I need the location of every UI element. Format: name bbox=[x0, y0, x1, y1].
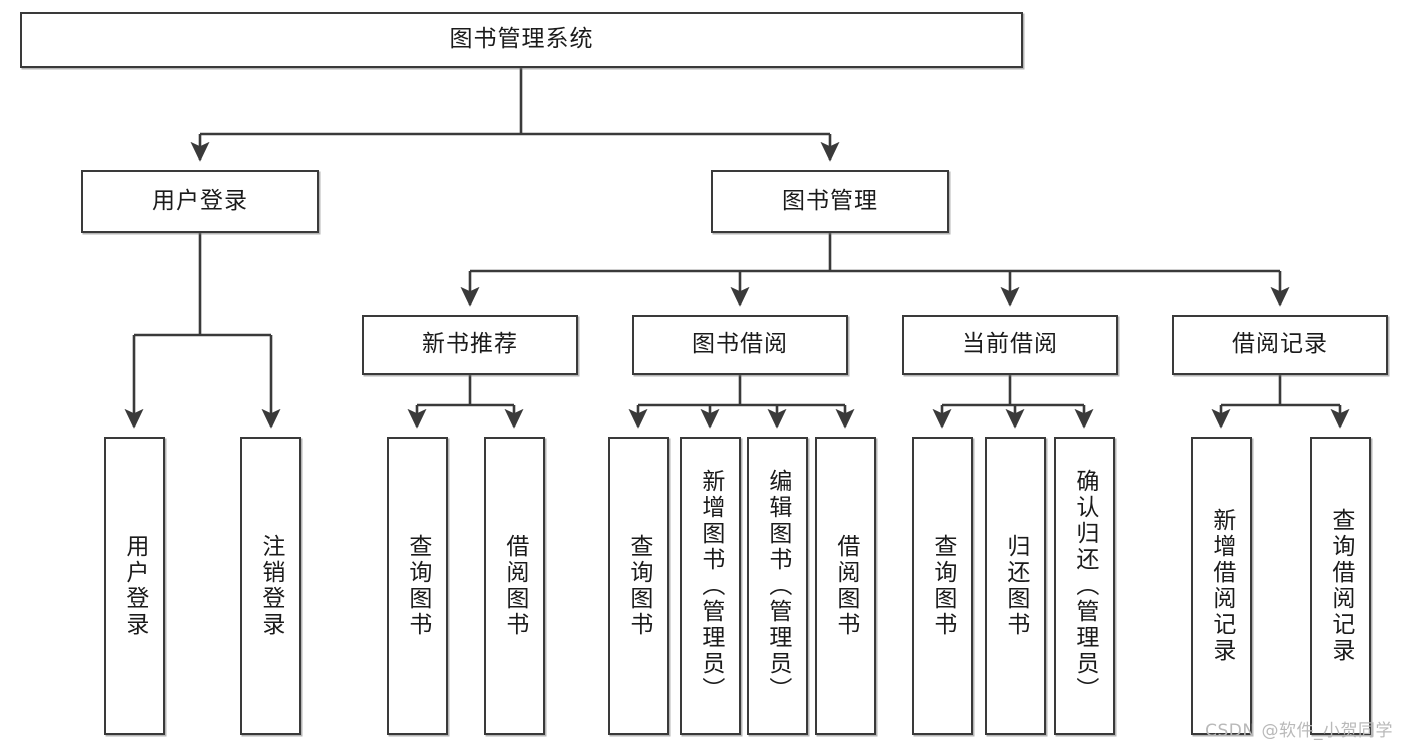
node-label: 借阅记录 bbox=[1232, 331, 1328, 358]
node-label: 查询图书 bbox=[625, 534, 652, 638]
leaf-query-book-new[interactable]: 查询图书 bbox=[387, 437, 448, 735]
leaf-borrow-book[interactable]: 借阅图书 bbox=[815, 437, 876, 735]
leaf-borrow-book-new[interactable]: 借阅图书 bbox=[484, 437, 545, 735]
node-label: 查询图书 bbox=[404, 534, 431, 638]
node-borrow-record[interactable]: 借阅记录 bbox=[1172, 315, 1388, 375]
node-label: 确认归还（管理员） bbox=[1071, 469, 1098, 703]
node-label: 新增借阅记录 bbox=[1208, 508, 1235, 664]
node-root[interactable]: 图书管理系统 bbox=[20, 12, 1023, 68]
leaf-edit-book-admin[interactable]: 编辑图书（管理员） bbox=[747, 437, 808, 735]
node-user-login[interactable]: 用户登录 bbox=[81, 170, 319, 233]
node-label: 归还图书 bbox=[1002, 534, 1029, 638]
node-new-book-recommend[interactable]: 新书推荐 bbox=[362, 315, 578, 375]
leaf-user-logout[interactable]: 注销登录 bbox=[240, 437, 301, 735]
leaf-add-book-admin[interactable]: 新增图书（管理员） bbox=[680, 437, 741, 735]
node-book-borrow[interactable]: 图书借阅 bbox=[632, 315, 848, 375]
node-label: 图书管理 bbox=[782, 187, 878, 214]
leaf-add-record[interactable]: 新增借阅记录 bbox=[1191, 437, 1252, 735]
csdn-watermark: CSDN @软件_小贺同学 bbox=[1205, 721, 1393, 741]
leaf-user-login[interactable]: 用户登录 bbox=[104, 437, 165, 735]
leaf-query-record[interactable]: 查询借阅记录 bbox=[1310, 437, 1371, 735]
node-label: 新书推荐 bbox=[422, 331, 518, 358]
leaf-confirm-return[interactable]: 确认归还（管理员） bbox=[1054, 437, 1115, 735]
node-label: 图书管理系统 bbox=[449, 26, 594, 53]
node-current-borrow[interactable]: 当前借阅 bbox=[902, 315, 1118, 375]
node-label: 用户登录 bbox=[121, 534, 148, 638]
node-label: 查询借阅记录 bbox=[1327, 508, 1354, 664]
node-label: 查询图书 bbox=[929, 534, 956, 638]
leaf-return-book[interactable]: 归还图书 bbox=[985, 437, 1046, 735]
node-label: 新增图书（管理员） bbox=[697, 469, 724, 703]
node-label: 借阅图书 bbox=[832, 534, 859, 638]
node-label: 当前借阅 bbox=[962, 331, 1058, 358]
leaf-query-book-cur[interactable]: 查询图书 bbox=[912, 437, 973, 735]
node-label: 借阅图书 bbox=[501, 534, 528, 638]
leaf-query-book[interactable]: 查询图书 bbox=[608, 437, 669, 735]
node-label: 注销登录 bbox=[257, 534, 284, 638]
node-label: 图书借阅 bbox=[692, 331, 788, 358]
node-label: 用户登录 bbox=[152, 187, 248, 214]
node-label: 编辑图书（管理员） bbox=[764, 469, 791, 703]
node-book-manage[interactable]: 图书管理 bbox=[711, 170, 949, 233]
